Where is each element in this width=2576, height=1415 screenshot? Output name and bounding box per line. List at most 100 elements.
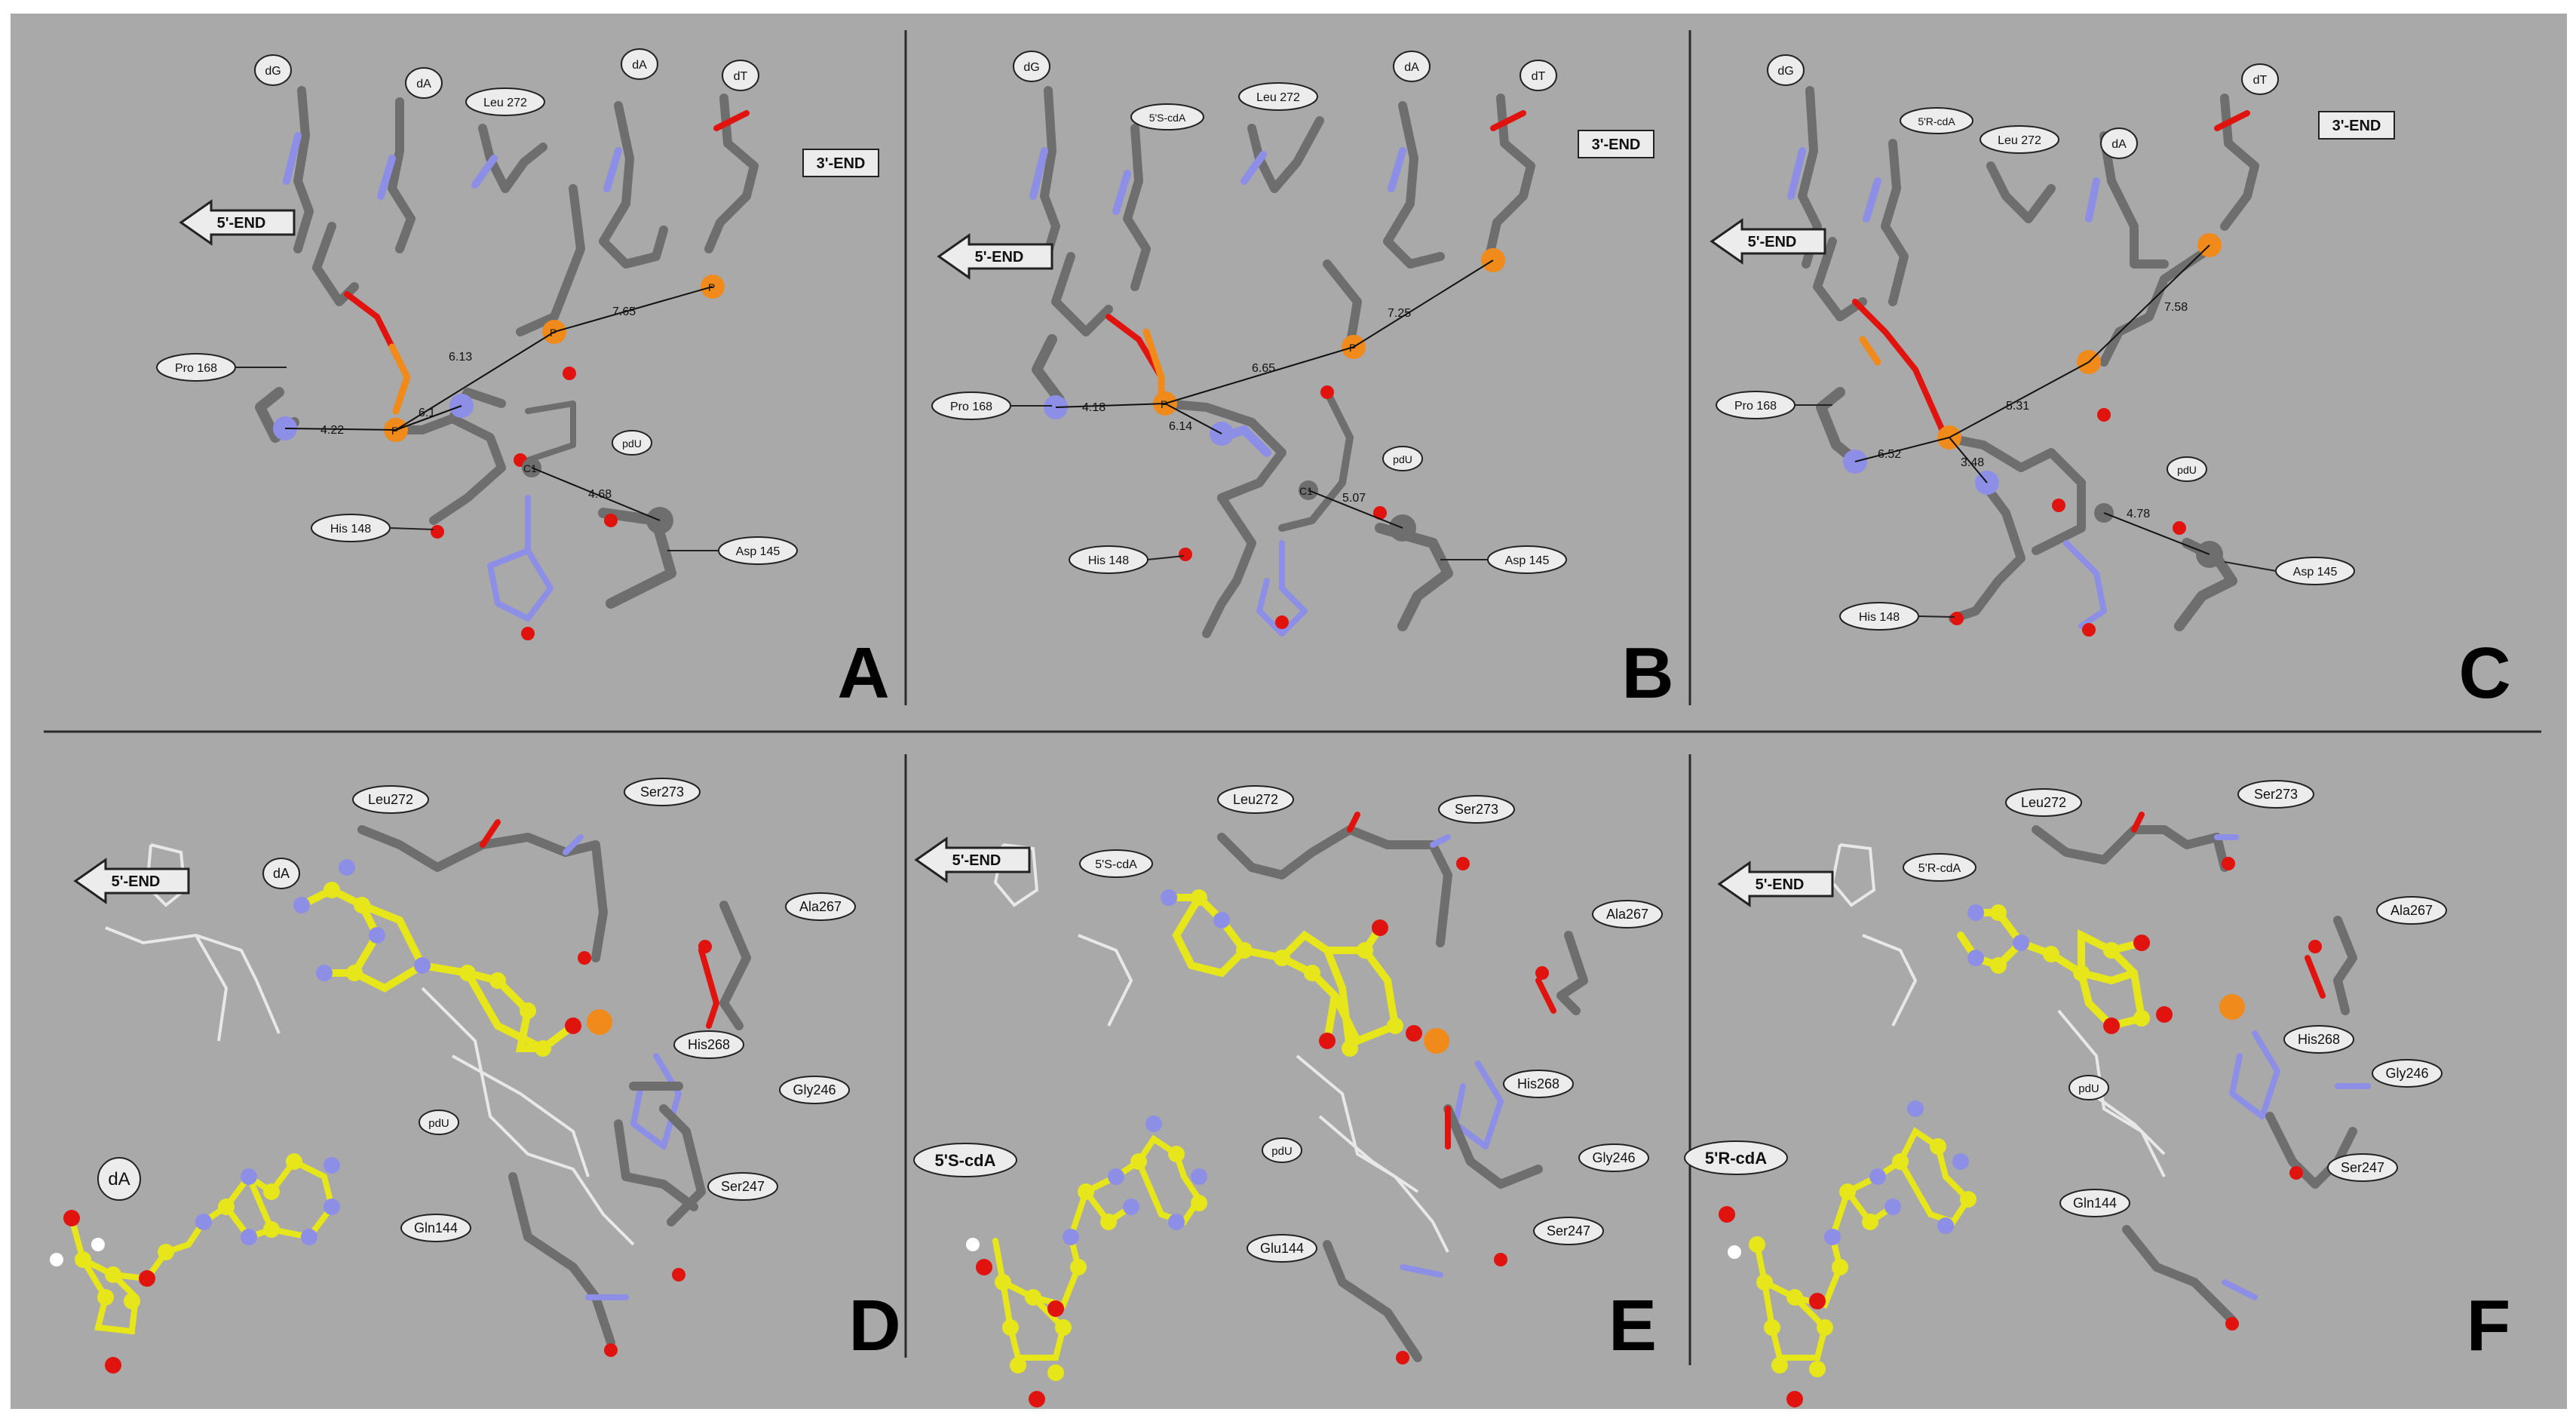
five-end-label: 5'-END: [1748, 234, 1797, 250]
panel-dividers: [44, 30, 2541, 1365]
residue-label: Ser273: [1455, 802, 1498, 817]
atom-label: P: [1349, 342, 1356, 354]
distance-label: 6.14: [1169, 420, 1192, 433]
residue-label: Gly246: [1592, 1150, 1635, 1165]
distance-label: 7.58: [2164, 301, 2188, 314]
panel-c-distance-labels: 7.58 5.31 6.52 3.48 4.78: [1878, 301, 2188, 520]
panel-f-pocket-atoms: [1967, 857, 2322, 1331]
distance-label: 6.1: [419, 407, 435, 419]
panel-d-free-ligand: [50, 1153, 340, 1374]
distance-label: 6.13: [449, 351, 472, 364]
residue-label: Leu 272: [1998, 134, 2041, 147]
residue-label: Asp 145: [736, 545, 780, 558]
figure-background: [11, 14, 2567, 1409]
residue-label: pdU: [2177, 464, 2197, 476]
panel-a: 6.13 7.65 6.1 4.22 4.68 C1 P P P dG dA L…: [156, 48, 890, 714]
atom-label: C1: [523, 462, 537, 474]
residue-label: pdU: [1271, 1145, 1293, 1158]
residue-label: His 148: [330, 523, 371, 536]
residue-label: His 148: [1859, 611, 1900, 624]
nucleotide-label: 5'S-cdA: [1095, 858, 1137, 871]
panel-a-bonds: [255, 86, 759, 622]
panel-e-pocket-atoms: [1161, 857, 1549, 1364]
three-end-label: 3'-END: [1592, 137, 1641, 153]
atom-label: C1: [1299, 485, 1313, 497]
residue-label: pdU: [1393, 453, 1412, 465]
distance-label: 4.68: [588, 488, 612, 501]
nucleotide-label: dA: [273, 866, 290, 881]
panel-f: Leu272 Ser273 Ala267 His268 Gly246 Ser24…: [1684, 780, 2511, 1407]
residue-label: Ala267: [799, 899, 842, 914]
distance-label: 4.78: [2127, 508, 2150, 520]
five-end-label: 5'-END: [217, 215, 266, 232]
panel-e: Leu272 Ser273 Ala267 His268 Gly246 Ser24…: [913, 785, 1663, 1407]
ligand-label: 5'S-cdA: [934, 1151, 995, 1170]
ligand-label: dA: [108, 1169, 130, 1189]
panel-a-letter: A: [837, 633, 889, 714]
distance-label: 4.18: [1082, 401, 1106, 414]
panel-c-letter: C: [2458, 633, 2510, 714]
nucleotide-label: dA: [1404, 61, 1419, 74]
panel-b-bonds: [1029, 86, 1535, 638]
distance-label: 5.07: [1342, 492, 1366, 505]
nucleotide-label: dA: [2111, 138, 2127, 151]
panel-b-letter: B: [1621, 633, 1673, 714]
panel-d-sticks: [357, 819, 751, 1347]
residue-label: Ser273: [640, 784, 684, 800]
panel-b-distance-labels: 7.25 6.65 4.18 6.14 5.07 C1 P P: [1082, 307, 1411, 505]
panel-a-labels: dG dA Leu 272 dA dT 3'-END 5'-END Pro 16…: [156, 48, 879, 565]
panel-c-distance-lines: [1854, 244, 2210, 555]
residue-label: Pro 168: [1734, 400, 1777, 413]
residue-label: Gln144: [414, 1220, 458, 1235]
panel-f-letter: F: [2467, 1285, 2511, 1366]
panel-b: 7.25 6.65 4.18 6.14 5.07 C1 P P dG 5'S-c…: [931, 51, 1674, 714]
panel-b-distance-lines: [1055, 259, 1494, 529]
residue-label: Leu272: [368, 792, 413, 807]
distance-label: 4.22: [320, 424, 344, 437]
distance-label: 7.25: [1388, 307, 1411, 320]
panel-d-letter: D: [848, 1285, 900, 1366]
residue-label: Gln144: [2073, 1196, 2117, 1211]
residue-label: Ala267: [1606, 907, 1648, 922]
residue-label: Ser247: [1547, 1223, 1590, 1239]
five-end-label: 5'-END: [952, 852, 1001, 869]
residue-label: Pro 168: [950, 401, 992, 413]
residue-label: Asp 145: [1505, 554, 1550, 567]
nucleotide-label: dG: [1777, 65, 1793, 78]
residue-label: His268: [1517, 1076, 1559, 1091]
residue-label: Asp 145: [2293, 566, 2338, 579]
atom-label: P: [1161, 398, 1167, 410]
panel-e-letter: E: [1608, 1285, 1657, 1366]
nucleotide-label: 5'R-cdA: [1918, 862, 1961, 875]
panel-e-labels: Leu272 Ser273 Ala267 His268 Gly246 Ser24…: [913, 785, 1663, 1263]
residue-label: Gly246: [2385, 1066, 2428, 1081]
panel-e-sticks: [1217, 812, 1588, 1362]
residue-label: Leu272: [1233, 792, 1278, 807]
three-end-label: 3'-END: [817, 155, 866, 172]
panel-f-labels: Leu272 Ser273 Ala267 His268 Gly246 Ser24…: [1684, 780, 2447, 1217]
nucleotide-label: dT: [1532, 70, 1546, 83]
residue-label: Leu 272: [1256, 91, 1300, 104]
panel-e-free-ligand: [966, 1116, 1207, 1407]
five-end-label: 5'-END: [1756, 876, 1805, 893]
nucleotide-label: dT: [2253, 74, 2268, 87]
residue-label: His 148: [1088, 554, 1129, 567]
distance-label: 6.52: [1878, 448, 1901, 461]
five-end-label: 5'-END: [112, 873, 161, 890]
atom-label: P: [391, 425, 398, 437]
residue-label: His268: [2298, 1032, 2340, 1047]
nucleotide-label: dT: [734, 70, 748, 83]
atom-label: P: [708, 281, 715, 293]
residue-label: His268: [688, 1037, 730, 1052]
residue-label: Pro 168: [175, 362, 217, 375]
panel-b-labels: dG 5'S-cdA Leu 272 dA dT 3'-END 5'-END P…: [931, 51, 1654, 574]
distance-label: 3.48: [1961, 456, 1984, 469]
residue-label: pdU: [2078, 1082, 2099, 1095]
panel-e-wire: [993, 843, 1449, 1253]
residue-label: Ala267: [2390, 903, 2433, 918]
residue-label: Glu144: [1260, 1241, 1304, 1256]
panel-d-pocket-atoms: [293, 859, 712, 1357]
distance-label: 7.65: [612, 305, 636, 318]
ligand-label: 5'R-cdA: [1705, 1149, 1767, 1168]
